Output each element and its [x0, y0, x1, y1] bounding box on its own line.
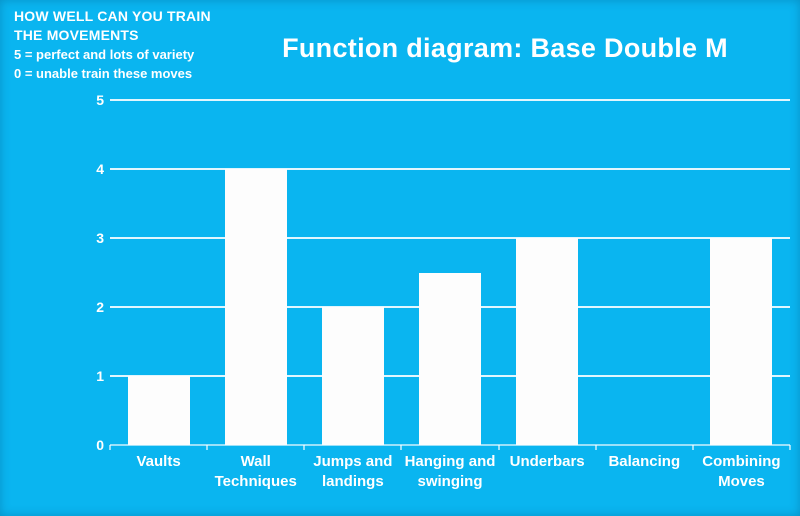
chart-annotation: HOW WELL CAN YOU TRAIN THE MOVEMENTS 5 =…: [14, 7, 211, 83]
x-axis-line: [110, 444, 790, 446]
x-axis-tick: [789, 445, 791, 450]
x-axis-category-label: Vaults: [136, 453, 181, 470]
x-axis-tick: [303, 445, 305, 450]
x-axis-tick: [595, 445, 597, 450]
x-axis-tick: [109, 445, 111, 450]
x-axis-tick: [206, 445, 208, 450]
bar-combining-moves: [710, 238, 773, 445]
y-gridline: [110, 237, 790, 239]
y-axis-tick-label: 0: [96, 437, 104, 453]
y-axis-tick-label: 4: [96, 161, 104, 177]
bar-jumps-and-landings: [321, 307, 384, 445]
bar-wall-techniques: [224, 169, 287, 445]
y-axis-tick-label: 2: [96, 299, 104, 315]
x-axis-category-label: Underbars: [509, 453, 585, 470]
chart-title: Function diagram: Base Double M: [282, 33, 728, 63]
x-axis-tick: [498, 445, 500, 450]
annotation-line: 5 = perfect and lots of variety: [14, 47, 195, 62]
y-axis-tick-label: 1: [96, 368, 104, 384]
bar-vaults: [127, 376, 190, 445]
x-axis-category-label: Hanging and swinging: [404, 453, 496, 490]
y-gridline: [110, 168, 790, 170]
x-axis-tick: [692, 445, 694, 450]
bar-hanging-and-swinging: [419, 272, 481, 445]
y-axis-tick-label: 5: [96, 92, 104, 108]
y-axis-tick-label: 3: [96, 230, 104, 246]
x-axis-category-label: Wall Techniques: [214, 453, 297, 490]
annotation-line: THE MOVEMENTS: [14, 27, 139, 43]
x-axis-category-label: Jumps and landings: [313, 453, 393, 490]
y-gridline: [110, 99, 790, 101]
annotation-line: HOW WELL CAN YOU TRAIN: [14, 8, 211, 24]
x-axis-category-label: Balancing: [608, 453, 681, 470]
x-axis-category-label: Combining Moves: [702, 453, 781, 490]
annotation-line: 0 = unable train these moves: [14, 66, 193, 81]
x-axis-tick: [400, 445, 402, 450]
bar-underbars: [516, 238, 579, 445]
